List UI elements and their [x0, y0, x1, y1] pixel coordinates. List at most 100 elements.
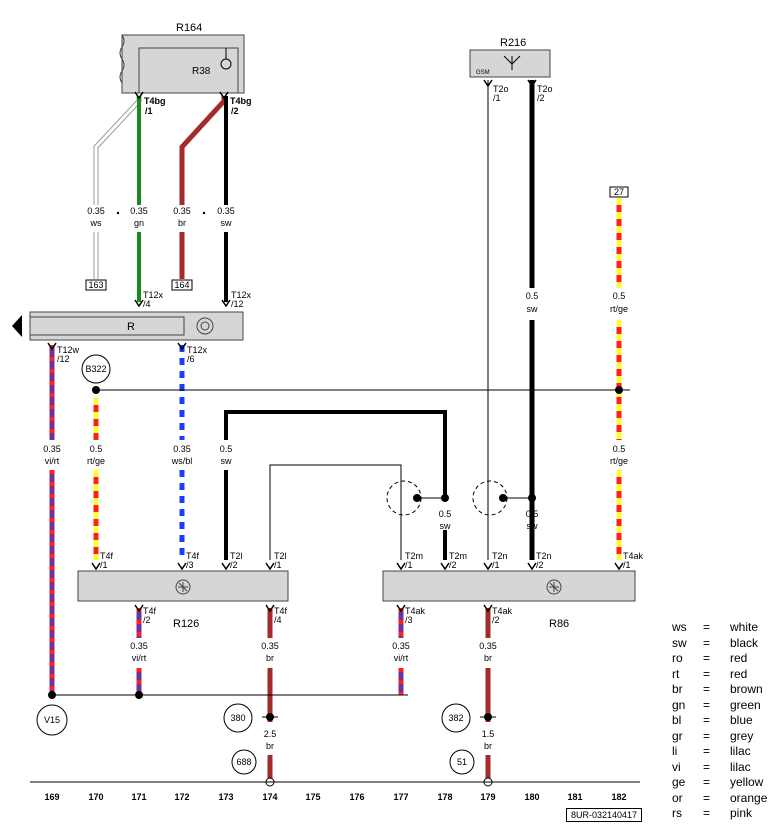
legend-color-name: grey [730, 728, 754, 743]
legend-abbr: ge [672, 775, 686, 789]
conn-t2l-1-pin: /1 [274, 560, 282, 570]
r216-gsm-label: GSM [476, 70, 490, 76]
wire-w7-size: 0.35 [43, 444, 61, 454]
reference-boxes: 163 164 27 [85, 186, 629, 291]
conn-t2m-1: T2m [405, 551, 423, 561]
track-180: 180 [524, 792, 539, 802]
legend-row: bl=blue [672, 713, 782, 729]
legend-eq: = [703, 635, 711, 650]
conn-t4f-4: T4f [274, 606, 288, 616]
legend-color-name: lilac [730, 759, 751, 774]
conn-t4ak-2-pin: /2 [492, 615, 500, 625]
wire-w11-size: 0.5 [613, 444, 626, 454]
wire-w18-color: br [266, 741, 274, 751]
legend-abbr: rt [672, 666, 680, 681]
conn-t4f-3: T4f [186, 551, 200, 561]
conn-t4ak-1-pin: /1 [623, 560, 631, 570]
track-177: 177 [393, 792, 408, 802]
track-176: 176 [349, 792, 364, 802]
ref-382: 382 [448, 713, 463, 723]
wire-pair-dots [116, 211, 206, 215]
track-numbers: 169 170 171 172 173 174 175 176 177 178 … [44, 792, 626, 802]
wire-w5-size: 0.5 [526, 291, 539, 301]
legend-eq: = [703, 666, 711, 681]
legend-eq: = [703, 759, 711, 774]
wire-w10-color: sw [221, 456, 233, 466]
wire-w7-color: vi/rt [45, 456, 60, 466]
conn-t4ak-1: T4ak [623, 551, 644, 561]
ground-bus-v15 [48, 691, 496, 787]
ref-v15: V15 [44, 715, 60, 725]
conn-t2o-2: T2o [537, 84, 553, 94]
wire-w3-brown [179, 96, 227, 279]
conn-t2n-1: T2n [492, 551, 508, 561]
wire-w9-size: 0.35 [173, 444, 191, 454]
ref-b322: B322 [85, 364, 106, 374]
ref-51: 51 [457, 757, 467, 767]
legend-color-name: green [730, 697, 761, 712]
conn-t2o-2-pin: /2 [537, 93, 545, 103]
conn-t4f-2-pin: /2 [143, 615, 151, 625]
conn-t2n-2: T2n [536, 551, 552, 561]
conn-t4ak-2: T4ak [492, 606, 513, 616]
color-legend: ws=white sw=black ro=red rt=red br=brown… [672, 620, 782, 822]
r38-label: R38 [192, 66, 211, 77]
legend-row: gr=grey [672, 729, 782, 745]
wire-w6-size: 0.5 [613, 291, 626, 301]
legend-eq: = [703, 697, 711, 712]
legend-row: ro=red [672, 651, 782, 667]
ref-380: 380 [230, 713, 245, 723]
legend-row: li=lilac [672, 744, 782, 760]
r164-label: R164 [176, 22, 202, 34]
conn-t4f-1: T4f [100, 551, 114, 561]
legend-color-name: pink [730, 806, 753, 820]
ref-163: 163 [88, 280, 103, 290]
wire-w9-color: ws/bl [171, 456, 193, 466]
conn-t2l-2-pin: /2 [230, 560, 238, 570]
wire-w1-size: 0.35 [87, 206, 105, 216]
wire-w4-size: 0.35 [217, 206, 235, 216]
component-r: R [12, 311, 244, 341]
wire-w10-black [224, 410, 447, 560]
legend-color-name: black [730, 635, 759, 650]
shielding-symbols [386, 480, 536, 516]
track-172: 172 [174, 792, 189, 802]
conn-t2o-1: T2o [493, 84, 509, 94]
legend-abbr: sw [672, 635, 687, 650]
conn-t2m-2: T2m [449, 551, 467, 561]
wire-w1-white [93, 96, 142, 279]
legend-row: ws=white [672, 620, 782, 636]
legend-eq: = [703, 744, 711, 758]
conn-t4bg-2: T4bg [230, 96, 252, 106]
track-175: 175 [305, 792, 320, 802]
wire-w6-color: rt/ge [610, 304, 628, 314]
ref-27: 27 [614, 187, 624, 197]
wire-w19-color: br [484, 741, 492, 751]
legend-eq: = [703, 728, 711, 743]
connector-arrows [47, 79, 624, 613]
wire-w17-size: 0.35 [479, 641, 497, 651]
conn-t12w-12-pin: /12 [57, 354, 70, 364]
component-r216: R216 GSM [469, 37, 551, 78]
bus-line-b322 [92, 386, 630, 394]
legend-color-name: blue [730, 713, 753, 727]
conn-t4ak-3-pin: /3 [405, 615, 413, 625]
conn-t2o-1-pin: /1 [493, 93, 501, 103]
r126-label: R126 [173, 618, 199, 630]
conn-t12x-6-pin: /6 [187, 354, 195, 364]
legend-eq: = [703, 775, 711, 789]
legend-row: rs=pink [672, 806, 782, 822]
track-178: 178 [437, 792, 452, 802]
legend-row: sw = black [672, 636, 782, 652]
wire-labels: 0.35 ws 0.35 gn 0.35 br 0.35 sw 0.5 sw 0… [43, 206, 628, 751]
component-r164: R164 R38 [119, 22, 245, 94]
legend-row: ge=yellow [672, 775, 782, 791]
legend-abbr: vi [672, 759, 681, 774]
track-171: 171 [131, 792, 146, 802]
r-label: R [127, 321, 135, 333]
conn-t4bg-1-pin: /1 [145, 106, 153, 116]
document-number: 8UR-032140417 [566, 808, 642, 822]
legend-color-name: brown [730, 682, 763, 696]
legend-abbr: gn [672, 697, 686, 712]
